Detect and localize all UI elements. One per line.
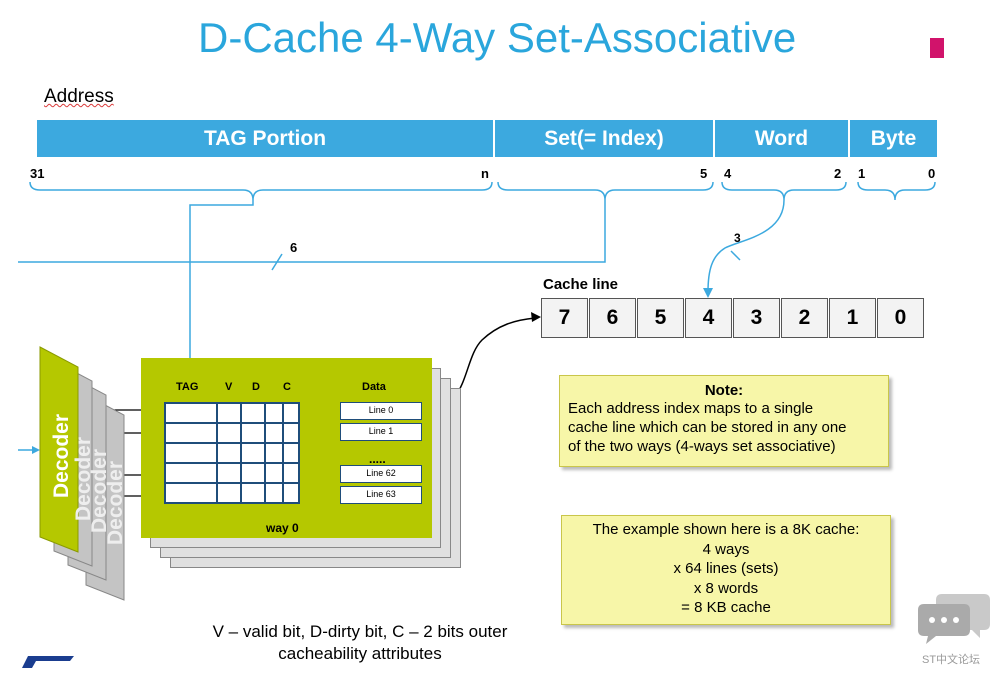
grid-line — [166, 422, 298, 424]
footnote-line: cacheability attributes — [278, 644, 442, 663]
field-word: Word — [715, 120, 848, 157]
field-set-index: Set(= Index) — [495, 120, 713, 157]
field-separator — [848, 120, 850, 157]
data-line-1: Line 1 — [340, 423, 422, 441]
note-title: Note: — [704, 382, 744, 399]
note-line: Each address index maps to a single — [568, 400, 814, 417]
note-line: of the two ways (4-ways set associative) — [568, 438, 836, 455]
chat-bubbles-icon — [918, 594, 990, 644]
decoder-back-label: Decoder — [72, 436, 95, 521]
bit-1: 1 — [858, 166, 866, 181]
field-byte: Byte — [850, 120, 937, 157]
decoder-label: Decoder — [50, 413, 73, 498]
grid-line — [240, 404, 242, 502]
data-line-0: Line 0 — [340, 402, 422, 420]
cache-size-line: The example shown here is a 8K cache: — [592, 521, 860, 538]
data-line-63: Line 63 — [340, 486, 422, 504]
data-line-62: Line 62 — [340, 465, 422, 483]
grid-line — [264, 404, 266, 502]
bit-5: 5 — [700, 166, 708, 181]
note-box: Note: Each address index maps to a singl… — [559, 375, 889, 467]
cache-size-line: x 8 words — [693, 579, 759, 597]
grid-line — [282, 404, 284, 502]
field-tag: TAG Portion — [37, 120, 493, 157]
bit-0: 0 — [928, 166, 936, 181]
tag-header: TAG — [176, 381, 199, 393]
grid-line — [216, 404, 218, 502]
cache-line-label: Cache line — [543, 276, 619, 293]
cache-size-line: x 64 lines (sets) — [673, 560, 779, 577]
cache-size-box: The example shown here is a 8K cache: 4 … — [561, 515, 891, 625]
grid-line — [166, 462, 298, 464]
cache-word-cell: 4 — [685, 298, 732, 338]
cacheability-header: C — [283, 381, 291, 393]
cache-word-cell: 7 — [541, 298, 588, 338]
cache-word-cell: 3 — [733, 298, 780, 338]
grid-line — [166, 442, 298, 444]
data-header: Data — [362, 381, 386, 393]
grid-line — [166, 482, 298, 484]
cache-size-line: 4 ways — [702, 540, 750, 558]
valid-header: V — [225, 381, 233, 393]
watermark-text: ST中文论坛 — [922, 654, 981, 666]
dirty-header: D — [252, 381, 260, 393]
cache-size-line: = 8 KB cache — [681, 599, 771, 616]
footnote: V – valid bit, D-dirty bit, C – 2 bits o… — [150, 621, 570, 665]
bit-4: 4 — [724, 166, 732, 181]
index-bus-width: 6 — [290, 240, 298, 255]
tag-grid — [164, 402, 300, 504]
field-separator — [713, 120, 715, 157]
word-bus-width: 3 — [734, 231, 741, 245]
title-accent-mark — [930, 38, 944, 58]
decoder-stack — [39, 346, 125, 601]
footnote-line: V – valid bit, D-dirty bit, C – 2 bits o… — [212, 622, 508, 641]
note-line: cache line which can be stored in any on… — [568, 419, 847, 436]
cache-word-cell: 2 — [781, 298, 828, 338]
address-label: Address — [44, 86, 114, 107]
way-label: way 0 — [266, 521, 299, 535]
st-logo-icon — [22, 656, 74, 668]
bit-31: 31 — [30, 166, 45, 181]
field-separator — [493, 120, 495, 157]
bit-2: 2 — [834, 166, 842, 181]
page-title: D-Cache 4-Way Set-Associative — [198, 14, 797, 61]
bit-n: n — [481, 166, 489, 181]
cache-word-cell: 1 — [829, 298, 876, 338]
cache-word-cell: 0 — [877, 298, 924, 338]
cache-word-cell: 6 — [589, 298, 636, 338]
data-lines-ellipsis: ..... — [369, 452, 386, 466]
cache-word-cell: 5 — [637, 298, 684, 338]
